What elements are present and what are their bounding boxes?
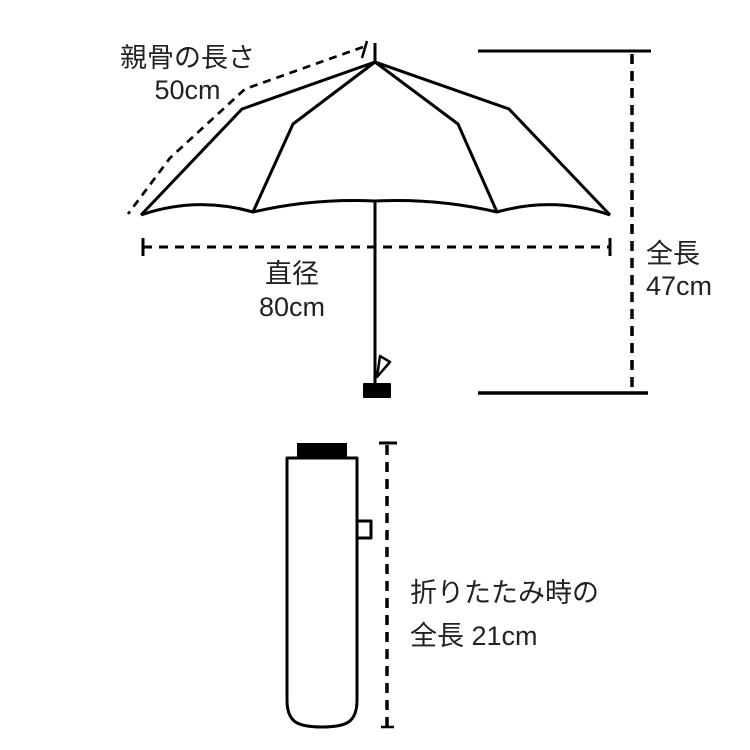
rib-length-dashed-line [126, 45, 364, 215]
diameter-measure [141, 238, 612, 256]
umbrella-handle [363, 383, 391, 398]
folded-umbrella-body [285, 456, 359, 729]
rib-length-value-text: 50cm [154, 75, 221, 105]
folded-umbrella [285, 443, 373, 729]
diameter-label-text: 直径 [265, 259, 319, 289]
umbrella-rib-right-inner [374, 60, 499, 213]
folded-umbrella-cap [297, 443, 347, 458]
rib-length-end-tick [360, 40, 369, 59]
umbrella-rib-left-outer [139, 60, 376, 217]
folded-length-label: 折りたたみ時の 全長 21cm [410, 572, 599, 658]
folded-length-measure [379, 441, 397, 729]
umbrella-canopy-edge [140, 198, 611, 217]
diameter-label: 直径 80cm [217, 258, 367, 324]
total-length-label: 全長 47cm [646, 238, 712, 302]
rib-length-label: 親骨の長さ 50cm [110, 42, 265, 106]
rib-length-label-text: 親骨の長さ [120, 43, 255, 73]
umbrella-rib-right-outer [374, 60, 612, 217]
folded-umbrella-button [355, 519, 373, 540]
total-length-measure [478, 49, 651, 395]
folded-length-label-line1: 折りたたみ時の [410, 578, 599, 608]
diameter-value-text: 80cm [258, 292, 326, 322]
rib-length-measure [126, 40, 369, 215]
folded-length-label-line2: 全長 21cm [410, 621, 538, 651]
open-umbrella [139, 43, 612, 398]
umbrella-strap [375, 354, 392, 379]
umbrella-rib-left-inner [251, 60, 376, 213]
total-length-label-text: 全長 [646, 239, 700, 269]
total-length-value-text: 47cm [646, 271, 713, 301]
